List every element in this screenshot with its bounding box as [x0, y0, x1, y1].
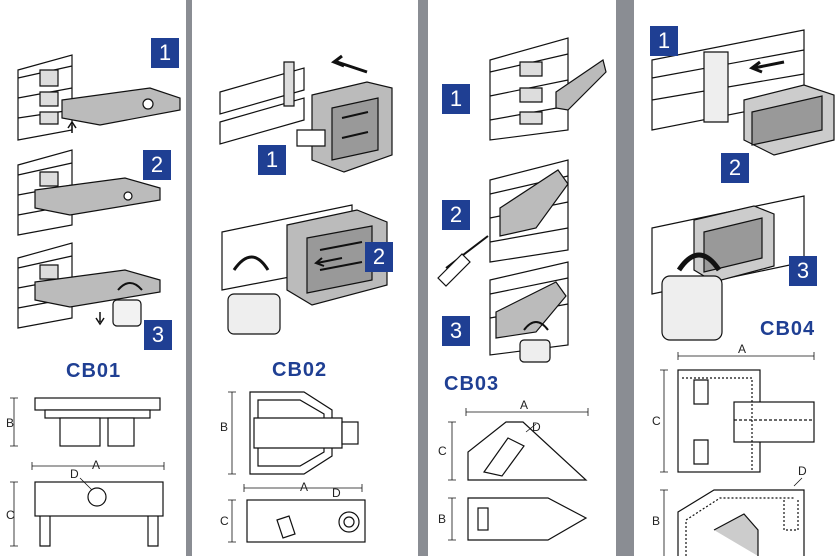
dimension-label-a: A [738, 342, 747, 356]
panel-cb03: 1 2 3 CB03 A D C B [428, 0, 616, 556]
step-badge-2: 2 [143, 150, 171, 180]
dimension-label-c: C [6, 508, 15, 522]
panel-cb04: 1 2 3 CB04 A C D B [634, 0, 838, 556]
dimension-label-d: D [70, 467, 79, 481]
dimension-label-c: C [220, 514, 229, 528]
cb02-illustration [219, 54, 393, 543]
step-badge-2: 2 [442, 200, 470, 230]
step-badge-1: 1 [258, 145, 286, 175]
panel-cb02: 1 2 CB02 B A D C [192, 0, 418, 556]
model-title: CB01 [66, 360, 122, 382]
step-badge-1: 1 [650, 26, 678, 56]
dimension-label-b: B [220, 420, 229, 434]
dimension-label-d: D [798, 464, 807, 478]
dimension-label-d: D [332, 486, 341, 500]
step-badge-3: 3 [442, 316, 470, 346]
dimension-label-a: A [92, 458, 101, 472]
step-badge-1: 1 [151, 38, 179, 68]
dimension-label-d: D [532, 420, 541, 434]
panel-cb01: 1 2 3 CB01 B A D C [0, 0, 186, 556]
dimension-label-a: A [520, 398, 529, 412]
cb01-illustration [10, 54, 181, 547]
step-badge-2: 2 [365, 242, 393, 272]
model-title: CB04 [760, 318, 816, 340]
model-title: CB02 [272, 359, 328, 381]
step-badge-2: 2 [721, 153, 749, 183]
step-badge-3: 3 [789, 256, 817, 286]
step-badge-3: 3 [144, 320, 172, 350]
model-title: CB03 [444, 373, 500, 395]
step-badge-1: 1 [442, 84, 470, 114]
dimension-label-b: B [6, 416, 15, 430]
dimension-label-c: C [438, 444, 447, 458]
dimension-label-b: B [438, 512, 447, 526]
cb04-illustration [651, 29, 835, 556]
dimension-label-a: A [300, 480, 309, 494]
cb03-illustration [437, 37, 607, 541]
dimension-label-c: C [652, 414, 661, 428]
dimension-label-b: B [652, 514, 661, 528]
